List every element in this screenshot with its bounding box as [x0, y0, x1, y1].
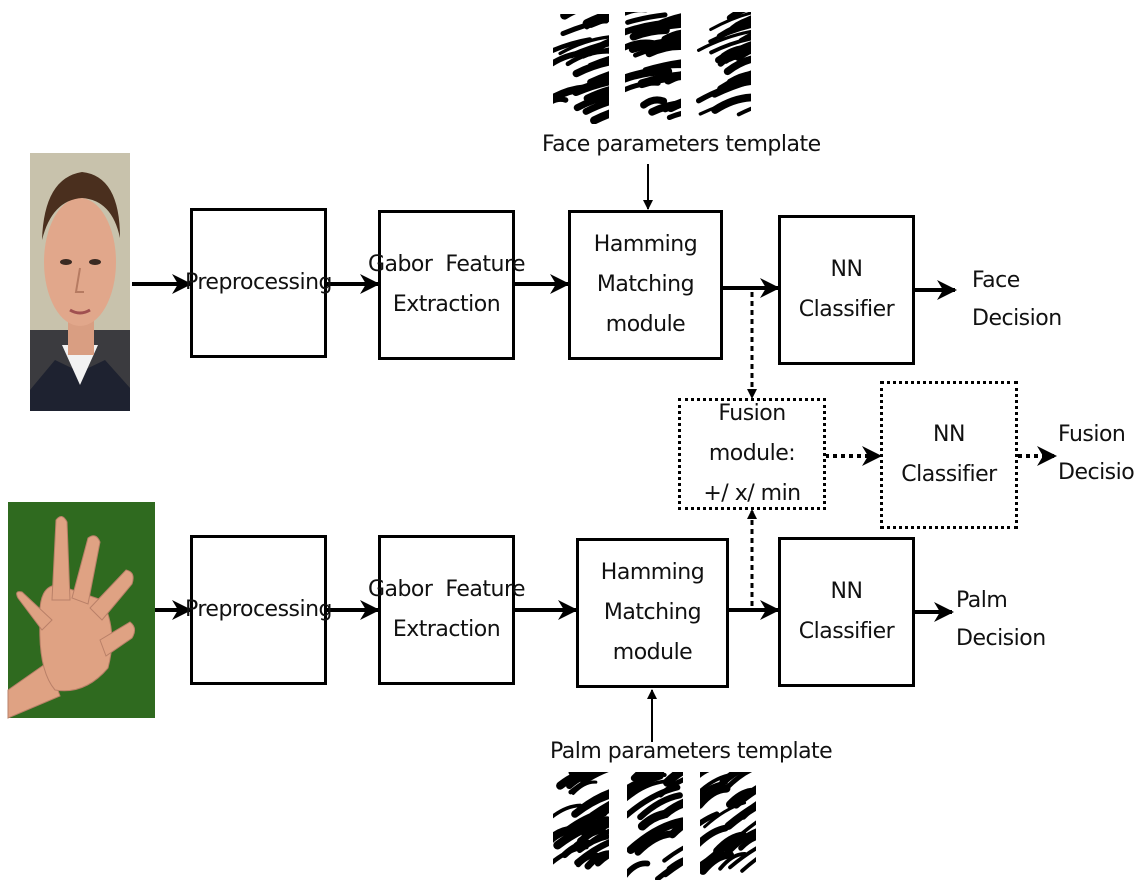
- template-texture: [553, 772, 609, 870]
- fusion-decision-line2: Decision: [1058, 460, 1135, 485]
- palm-gabor-box: Gabor Feature Extraction: [368, 535, 526, 685]
- palm-preprocessing-box: Preprocessing: [185, 535, 333, 685]
- palm-preprocessing-label: Preprocessing: [184, 597, 333, 622]
- face-preprocessing-box: Preprocessing: [185, 208, 333, 358]
- fusion-nn-box: NN Classifier: [880, 381, 1018, 529]
- face-preprocessing-label: Preprocessing: [184, 270, 333, 295]
- fusion-module-label-line1: Fusion module:: [708, 401, 796, 466]
- face-hamming-box: Hamming Matching module: [568, 210, 723, 360]
- template-texture: [700, 772, 756, 875]
- face-decision-line2: Decision: [972, 306, 1062, 331]
- face-decision-line1: Face: [972, 268, 1020, 293]
- fusion-nn-label: NN Classifier: [901, 422, 997, 487]
- palm-hamming-box: Hamming Matching module: [576, 538, 729, 688]
- face-nn-label: NN Classifier: [798, 257, 895, 322]
- face-decision-label: Face Decision: [972, 262, 1062, 338]
- palm-gabor-label-line2: Extraction: [392, 617, 501, 642]
- face-template-images: [553, 12, 751, 124]
- palm-nn-box: NN Classifier: [778, 537, 915, 687]
- face-gabor-box: Gabor Feature Extraction: [368, 210, 526, 360]
- fusion-decision-line1: Fusion: [1058, 422, 1126, 447]
- face-hamming-label-line1: Hamming: [593, 232, 698, 257]
- face-gabor-label-line2: Extraction: [392, 292, 501, 317]
- template-texture: [695, 12, 751, 117]
- template-texture: [553, 14, 609, 124]
- fusion-module-label-line2: +/ x/ min: [703, 481, 801, 506]
- face-hamming-label-line2: Matching module: [596, 272, 695, 337]
- fusion-module-box: Fusion module: +/ x/ min: [678, 398, 826, 510]
- face-template-label: Face parameters template: [542, 132, 821, 157]
- palm-decision-line1: Palm: [956, 588, 1008, 613]
- palm-gabor-label-line1: Gabor Feature: [367, 577, 526, 602]
- face-nn-box: NN Classifier: [778, 215, 915, 365]
- palm-template-images: [553, 772, 756, 880]
- palm-decision-line2: Decision: [956, 626, 1046, 651]
- template-texture: [627, 772, 683, 880]
- palm-template-label: Palm parameters template: [550, 739, 833, 764]
- palm-photo: [7, 502, 155, 719]
- template-texture: [625, 12, 681, 121]
- face-photo: [30, 153, 130, 411]
- palm-hamming-label-line1: Hamming: [600, 560, 705, 585]
- fusion-decision-label: Fusion Decision: [1058, 416, 1135, 492]
- palm-hamming-label-line2: Matching module: [603, 600, 702, 665]
- face-gabor-label-line1: Gabor Feature: [367, 252, 526, 277]
- palm-decision-label: Palm Decision: [956, 582, 1046, 658]
- palm-nn-label: NN Classifier: [798, 579, 895, 644]
